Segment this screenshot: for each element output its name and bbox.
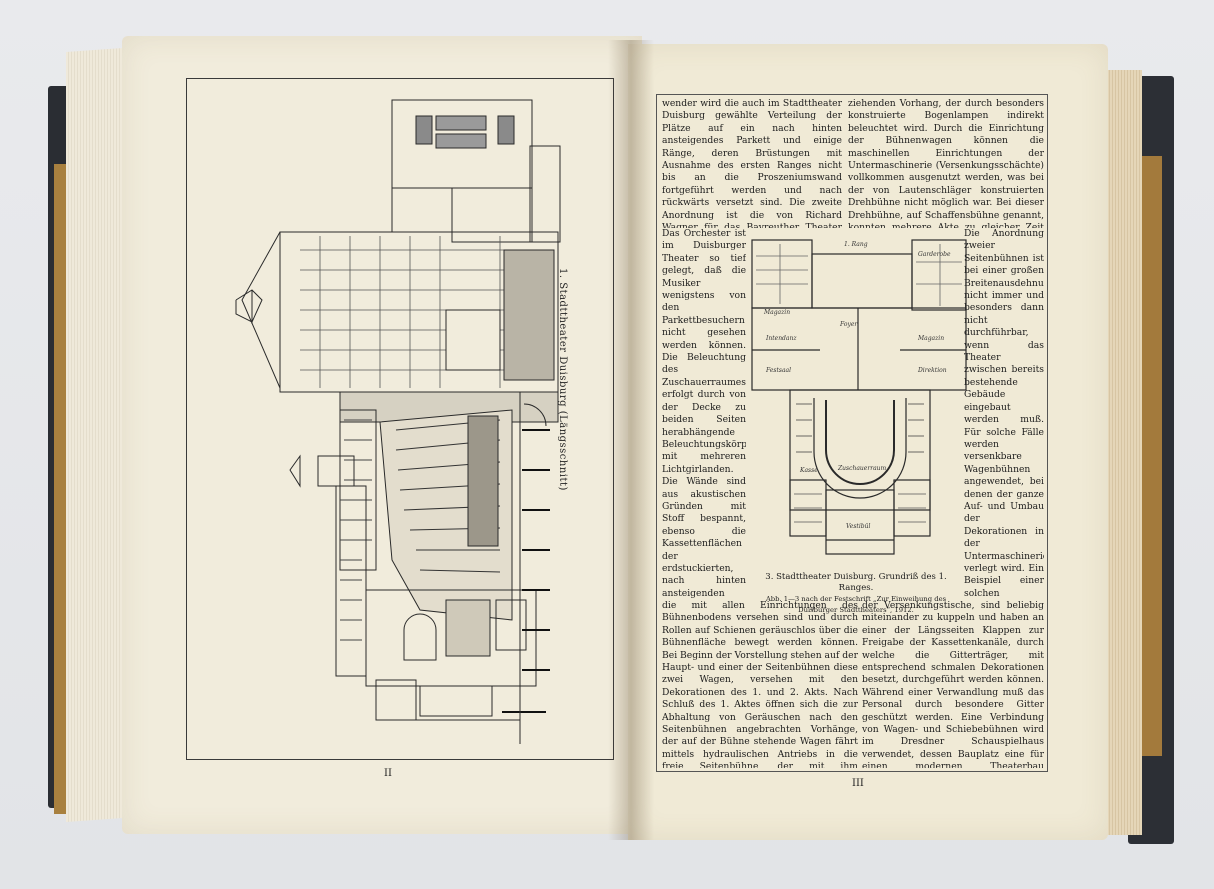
floor-label: 1. Rang bbox=[844, 241, 868, 248]
figure-caption-source: Abb. 1—3 nach der Festschrift „Zur Einwe… bbox=[765, 595, 947, 614]
figure-caption-title: 3. Stadttheater Duisburg. Grundriß des 1… bbox=[765, 572, 947, 593]
room-label: Garderobe bbox=[918, 251, 951, 258]
book-gutter bbox=[608, 40, 654, 840]
text-block-top-right: ziehenden Vorhang, der durch besonders k… bbox=[848, 98, 1044, 228]
plate-frame bbox=[186, 78, 614, 760]
text-block-mid-left: Das Orchester ist im Duisburger Theater … bbox=[662, 228, 746, 599]
text-block-bottom-left: die mit allen Einrichtungen des Bühnenbo… bbox=[662, 600, 858, 768]
room-label: Direktion bbox=[917, 367, 947, 374]
page-number-left: II bbox=[384, 768, 392, 779]
room-label: Magazin bbox=[917, 335, 944, 342]
room-label: Magazin bbox=[763, 309, 790, 316]
room-label: Intendanz bbox=[765, 335, 797, 342]
text-block-bottom-right: der Versenkungstische, sind beliebig mit… bbox=[862, 600, 1044, 768]
text-block-mid-right: Die Anordnung zweier Seitenbühnen ist be… bbox=[964, 228, 1044, 599]
room-label: Vestibül bbox=[846, 523, 870, 530]
right-page bbox=[628, 44, 1108, 840]
plate-caption: 1. Stadttheater Duisburg (Längsschnitt) bbox=[557, 268, 568, 491]
room-label: Zuschauerraum bbox=[837, 465, 887, 472]
page-number-right: III bbox=[852, 778, 864, 789]
text-frame bbox=[656, 94, 1048, 772]
text-block-top-left: wender wird die auch im Stadttheater Dui… bbox=[662, 98, 842, 228]
room-label: Festsaal bbox=[765, 367, 791, 374]
room-label: Foyer bbox=[839, 321, 858, 328]
figure-caption: 3. Stadttheater Duisburg. Grundriß des 1… bbox=[750, 572, 962, 616]
room-label: Kasse bbox=[799, 467, 818, 474]
